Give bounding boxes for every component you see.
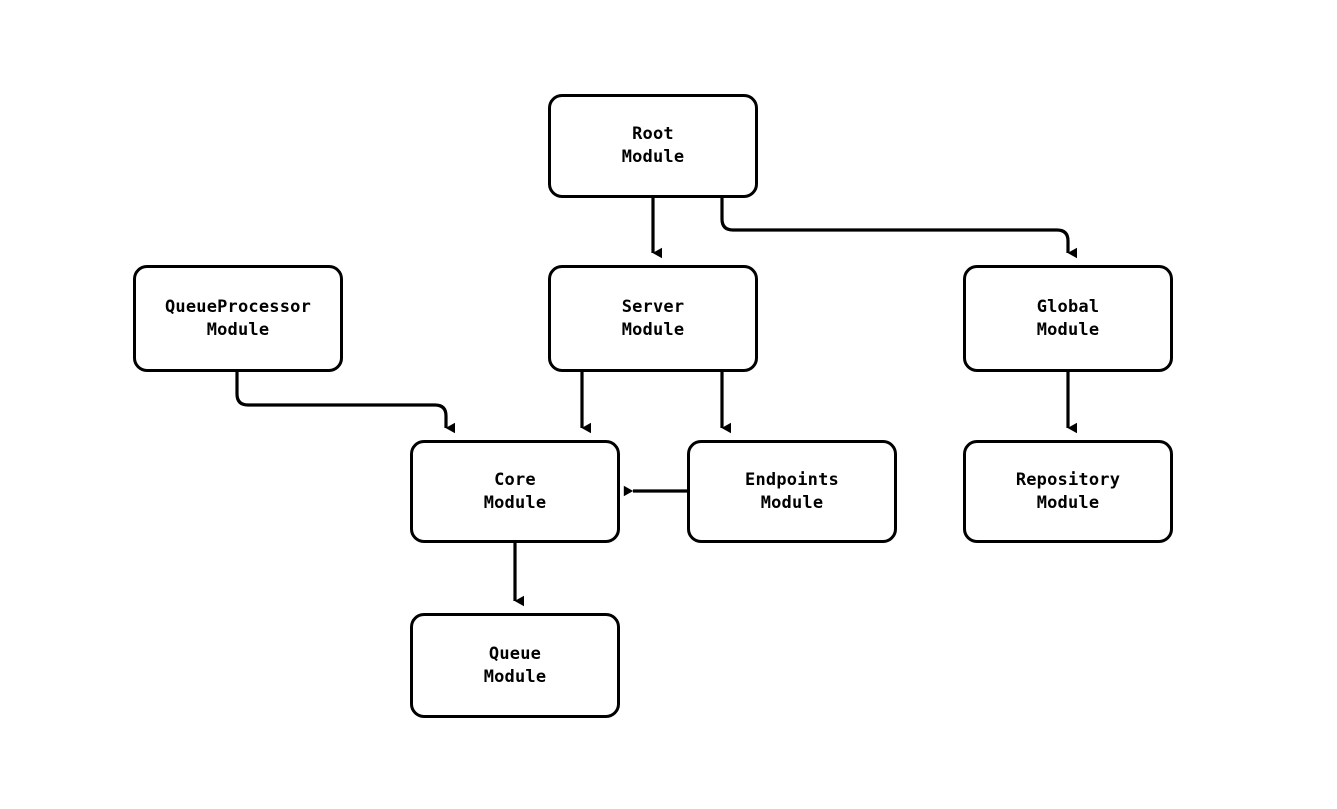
node-global-module-label: Global Module [1036, 296, 1100, 340]
edge-root-global [720, 198, 1077, 259]
node-root-module-label: Root Module [621, 124, 685, 167]
node-endpoints-module[interactable]: Endpoints Module [687, 440, 897, 543]
node-core-module-label: Core Module [483, 469, 547, 513]
node-queue-module-label: Queue Module [483, 643, 547, 687]
node-server-module[interactable]: Server Module [548, 265, 758, 372]
node-server-module-label: Server Module [621, 296, 685, 340]
node-queueprocessor-module[interactable]: QueueProcessor Module [133, 265, 343, 372]
edge-queueprocessor-core [235, 372, 455, 434]
node-queue-module[interactable]: Queue Module [410, 613, 620, 718]
node-endpoints-module-label: Endpoints Module [745, 469, 839, 513]
node-repository-module-label: Repository Module [1015, 469, 1121, 513]
node-repository-module[interactable]: Repository Module [963, 440, 1173, 543]
node-global-module[interactable]: Global Module [963, 265, 1173, 372]
node-core-module[interactable]: Core Module [410, 440, 620, 543]
node-queueprocessor-module-label: QueueProcessor Module [164, 296, 312, 340]
node-root-module[interactable]: Root Module [548, 94, 758, 198]
